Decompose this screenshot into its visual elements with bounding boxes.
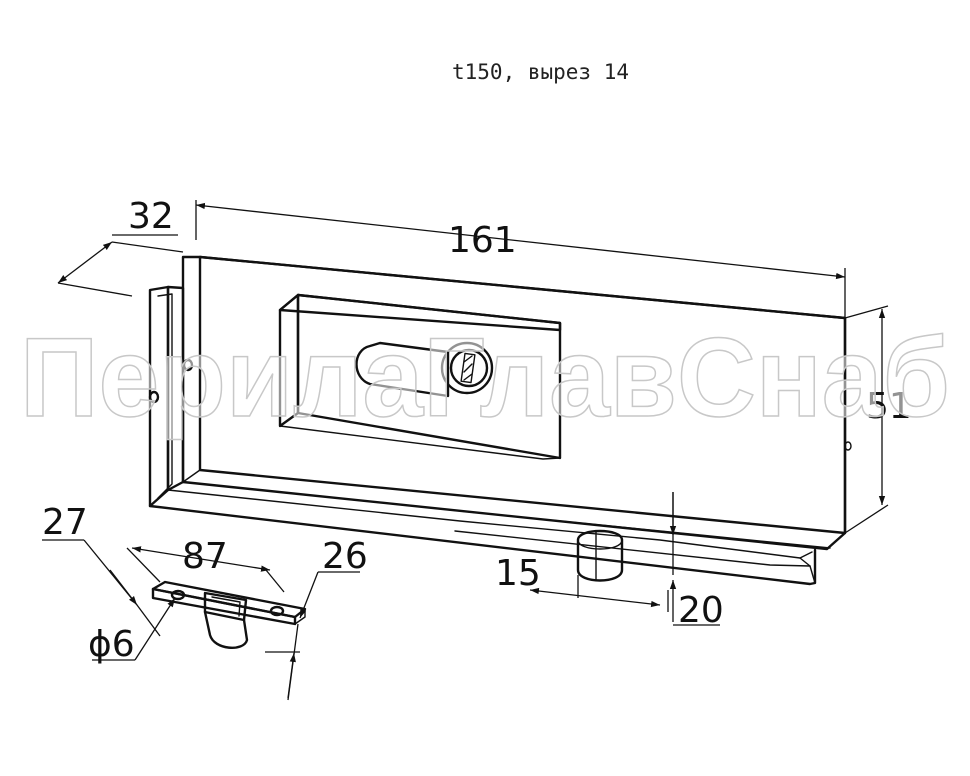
dim-hole-diameter-label: ϕ6	[88, 624, 135, 665]
dim-strike-width-label: 27	[42, 502, 88, 543]
bottom-rail-lip	[799, 557, 816, 584]
strike-plate	[151, 580, 307, 649]
key-slot	[355, 341, 450, 398]
lock-cylinder-outer	[440, 341, 494, 395]
screw-left-lower	[148, 390, 160, 404]
strike-hole-left	[170, 589, 186, 601]
bottom-rail-inner	[182, 481, 831, 549]
dim-strike-length-label: 87	[182, 536, 228, 577]
screw-left-upper	[182, 358, 194, 372]
dim-depth-label: 32	[128, 196, 174, 237]
watermark: ПерилаГлавСнаб	[20, 315, 950, 440]
note-label: t150, вырез 14	[452, 60, 629, 84]
strike-hole-right	[269, 605, 285, 617]
dim-strike-depth-label: 26	[322, 536, 368, 577]
keyway-icon	[460, 352, 476, 384]
back-plate-inner	[157, 293, 173, 499]
dim-length-label: 161	[448, 220, 517, 261]
strike-box	[203, 610, 249, 649]
bottom-rail-lower	[454, 530, 811, 567]
cylinder-housing-front-edge	[279, 425, 561, 460]
dim-height-label: 51	[866, 386, 912, 427]
locking-pin	[576, 529, 624, 582]
dim-pin-height-label: 20	[678, 590, 724, 631]
screw-right	[844, 441, 852, 451]
bottom-rail-mid	[167, 489, 813, 559]
bottom-rail-outer	[148, 504, 817, 586]
dim-pin-offset-label: 15	[495, 553, 541, 594]
dimension-lines	[42, 200, 889, 701]
lock-cylinder-inner	[449, 348, 489, 388]
